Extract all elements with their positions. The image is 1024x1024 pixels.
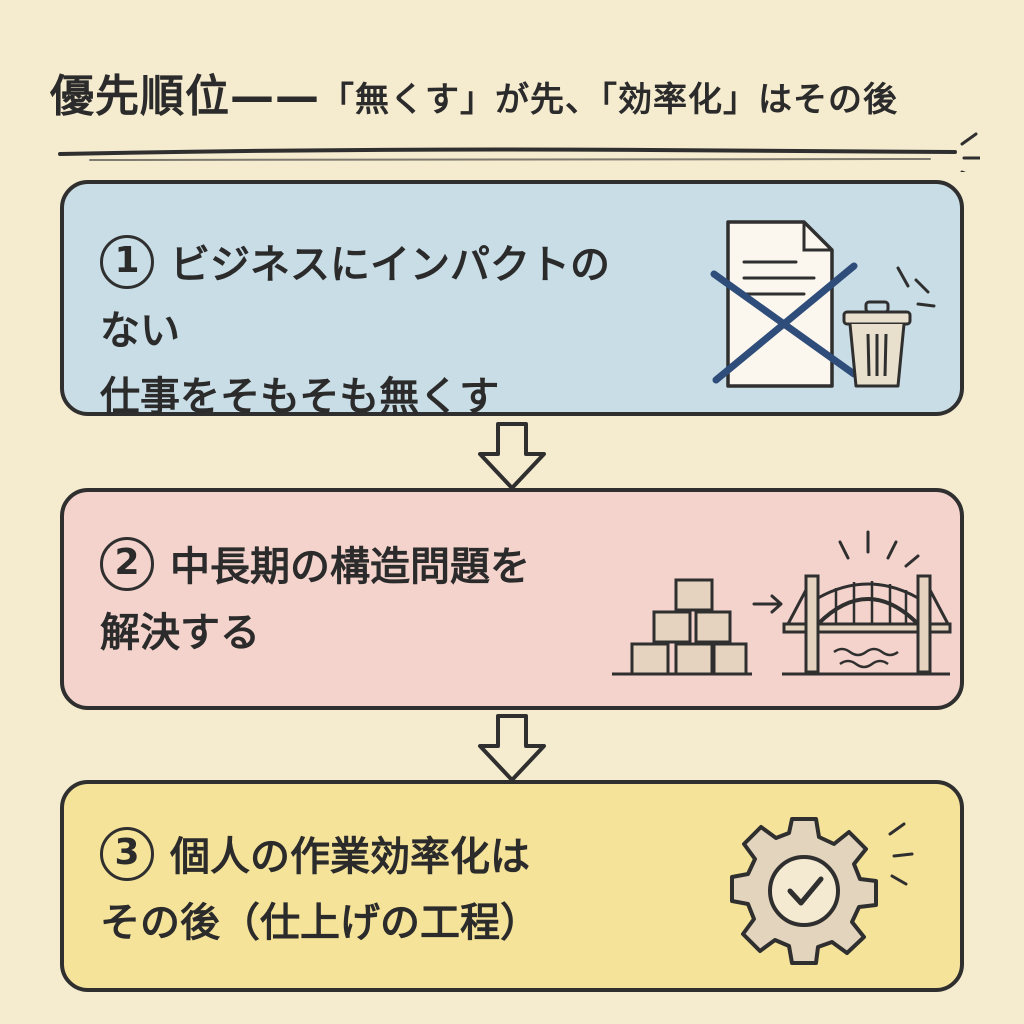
blocks-to-bridge-icon [612,530,952,676]
crossed-document-and-trash-icon [710,220,936,388]
title-dash: —— [230,71,320,122]
step-text-2: 2 中長期の構造問題を 解決する [100,534,640,666]
gear-check-icon [730,817,914,965]
title-main: 優先順位 [50,71,230,122]
step-line2-2: 解決する [100,610,260,656]
down-arrow-icon [478,422,546,490]
emphasis-marks-icon [960,132,980,172]
step-line1-1: ビジネスにインパクトのない [100,242,610,354]
step-number-3: 3 [100,827,154,881]
down-arrow-icon [478,714,546,782]
header: 優先順位——「無くす」が先、「効率化」はその後 [50,62,980,172]
step-line2-1: 仕事をそもそも無くす [100,374,500,420]
step-line1-2: 中長期の構造問題を [170,544,530,590]
step-line1-3: 個人の作業効率化は [170,834,530,880]
step-card-2: 2 中長期の構造問題を 解決する [60,488,964,710]
page-title: 優先順位——「無くす」が先、「効率化」はその後 [50,62,898,135]
step-line2-3: その後（仕上げの工程） [100,900,540,946]
step-number-2: 2 [100,537,154,591]
step-text-3: 3 個人の作業効率化は その後（仕上げの工程） [100,824,640,956]
step-card-3: 3 個人の作業効率化は その後（仕上げの工程） [60,780,964,992]
step-number-1: 1 [100,235,154,289]
title-underline [58,132,980,172]
title-subtitle: 「無くす」が先、「効率化」はその後 [320,80,898,120]
